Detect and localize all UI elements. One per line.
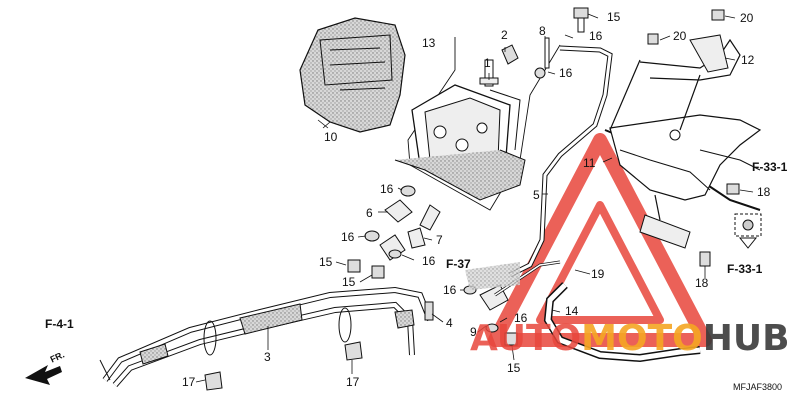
callout-18-a: 18: [757, 185, 771, 199]
clamps-17: [203, 307, 363, 391]
callout-1: 1: [484, 56, 491, 70]
callout-19: 19: [591, 267, 605, 281]
callout-16-g: 16: [514, 311, 528, 325]
callout-16-e: 16: [422, 254, 436, 268]
callout-2: 2: [501, 28, 508, 42]
callout-16-a: 16: [559, 66, 573, 80]
callout-5: 5: [533, 188, 540, 202]
f33-indicator: [734, 213, 762, 249]
callout-4: 4: [446, 316, 453, 330]
callout-18-b: 18: [695, 276, 709, 290]
watermark: AUTOMOTOHUB: [470, 318, 790, 359]
callout-3: 3: [264, 350, 271, 364]
callout-17-a: 17: [182, 375, 196, 389]
ref-f-33-1-bottom: F-33-1: [727, 262, 763, 276]
callout-15-c: 15: [507, 361, 521, 375]
callout-6: 6: [366, 206, 373, 220]
callout-10: 10: [324, 130, 338, 144]
watermark-triangle: [488, 133, 712, 347]
callout-12: 12: [741, 53, 755, 67]
ref-f-33-1-top: F-33-1: [752, 160, 788, 174]
ref-f-4-1: F-4-1: [45, 317, 74, 331]
callout-13: 13: [422, 36, 436, 50]
callout-20-b: 20: [740, 11, 754, 25]
front-arrow: [25, 365, 62, 385]
watermark-hub: HUB: [702, 318, 790, 359]
diagram-code: MFJAF3800: [733, 382, 783, 392]
callout-7: 7: [436, 233, 443, 247]
callout-15-b: 15: [342, 275, 356, 289]
callout-16-b: 16: [589, 29, 603, 43]
callout-14: 14: [565, 304, 579, 318]
part-5-pipe: [508, 45, 613, 278]
leader-lines: [195, 13, 754, 383]
fittings-center: [347, 185, 561, 346]
part-11-12-bracket: [604, 34, 762, 211]
callout-17-b: 17: [346, 375, 360, 389]
callout-20-a: 20: [673, 29, 687, 43]
callout-15-top: 15: [607, 10, 621, 24]
part-3-4-hoses: [99, 286, 434, 387]
sensor-connector: [639, 194, 691, 249]
callout-16-f: 16: [443, 283, 457, 297]
part-13-abs-unit: [394, 37, 561, 211]
ref-f-37: F-37: [446, 257, 471, 271]
watermark-moto: MOTO: [581, 318, 703, 359]
bolts-right: [699, 183, 740, 267]
watermark-auto: AUTO: [470, 318, 582, 359]
part-14-hose: [543, 282, 701, 363]
callout-16-d: 16: [341, 230, 355, 244]
callout-8: 8: [539, 24, 546, 38]
bolts-top: [573, 7, 725, 45]
callout-15-a: 15: [319, 255, 333, 269]
callout-11: 11: [583, 156, 596, 170]
f37-region: [465, 262, 520, 290]
callout-16-c: 16: [380, 182, 394, 196]
callout-9: 9: [470, 325, 477, 339]
part-10-cover: [299, 17, 406, 133]
